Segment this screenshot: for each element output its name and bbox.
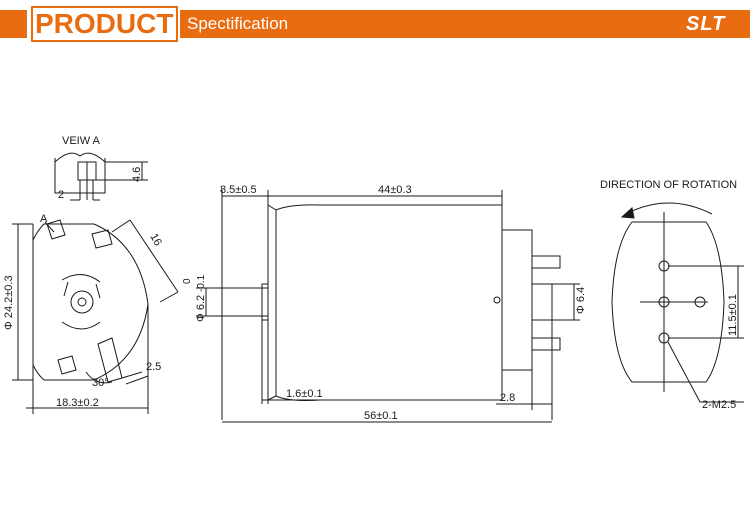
brand-title: PRODUCT [35, 8, 174, 39]
end-view-front [611, 202, 744, 403]
dim-body-length: 44±0.3 [378, 184, 412, 196]
company-logo: SLT [686, 13, 726, 35]
dim-angle: 30° [92, 377, 109, 389]
hole-callout: 2-M2.5 [702, 399, 736, 411]
dim-hole-spacing: 11.5±0.1 [727, 294, 739, 336]
view-a-figure [54, 152, 148, 201]
dim-view-a-width: 2 [58, 189, 64, 201]
dim-body-diameter: Φ 24.2±0.3 [3, 275, 15, 330]
marker-a: A [40, 213, 48, 225]
section-title: Spectification [187, 14, 289, 33]
dim-shaft-diameter: Φ 6.2 [195, 295, 207, 322]
header-banner: PRODUCT Spectification SLT [0, 0, 750, 46]
end-view-commutator [12, 219, 179, 414]
rotation-label: DIRECTION OF ROTATION [600, 179, 737, 191]
header-accent-bar [0, 10, 27, 38]
dim-front-length: 8.5±0.5 [220, 184, 257, 196]
side-view-motor [196, 190, 580, 423]
dim-shaft-tol-upper: 0 [182, 278, 193, 284]
dim-1-6: 1.6±0.1 [286, 388, 323, 400]
dim-shaft-tol-lower: -0.1 [196, 274, 207, 292]
dim-boss-diameter: Φ 6.4 [575, 287, 587, 314]
dim-2-8: 2.8 [500, 392, 515, 404]
dim-16: 16 [147, 232, 164, 249]
dim-2-5: 2.5 [146, 361, 161, 373]
dim-total-length: 56±0.1 [364, 410, 398, 422]
dim-end-width: 18.3±0.2 [56, 397, 99, 409]
view-a-label: VEIW A [62, 135, 101, 147]
header-bar [180, 10, 750, 38]
brand-box [31, 6, 178, 42]
dim-view-a-height: 4.6 [131, 167, 143, 182]
